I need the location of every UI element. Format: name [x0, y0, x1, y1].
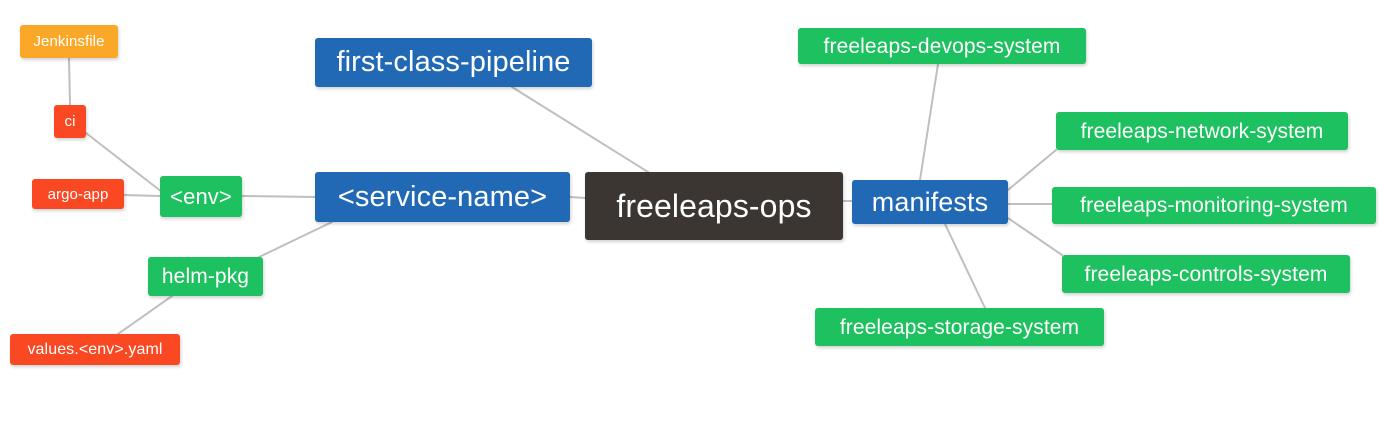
node-label: ci [64, 113, 76, 130]
mindmap-node-freeleaps-storage-system[interactable]: freeleaps-storage-system [815, 308, 1104, 346]
node-label: <env> [170, 183, 232, 209]
edge-helm-pkg-to-service-name [254, 221, 333, 260]
mindmap-node-first-class-pipeline[interactable]: first-class-pipeline [315, 38, 592, 87]
mindmap-node-freeleaps-monitoring-system[interactable]: freeleaps-monitoring-system [1052, 187, 1376, 224]
node-label: manifests [871, 186, 989, 217]
node-label: freeleaps-devops-system [823, 34, 1061, 58]
node-label: freeleaps-ops [616, 188, 812, 224]
node-label: freeleaps-monitoring-system [1080, 194, 1348, 217]
node-label: argo-app [47, 185, 109, 203]
node-label: freeleaps-storage-system [839, 315, 1080, 339]
mindmap-node-helm-pkg[interactable]: helm-pkg [148, 257, 263, 296]
mindmap-node-service-name[interactable]: <service-name> [315, 172, 570, 222]
mindmap-node-argo-app[interactable]: argo-app [32, 179, 124, 209]
mindmap-node-ci[interactable]: ci [54, 105, 86, 138]
node-label: freeleaps-controls-system [1084, 262, 1328, 286]
mindmap-node-values-yaml[interactable]: values.<env>.yaml [10, 334, 180, 365]
edge-first-class-pipeline-to-freeleaps-ops [511, 86, 649, 173]
edge-values-yaml-to-helm-pkg [117, 295, 173, 335]
mindmap-node-jenkinsfile[interactable]: Jenkinsfile [20, 25, 118, 58]
mindmap-node-freeleaps-ops[interactable]: freeleaps-ops [585, 172, 843, 240]
node-label: values.<env>.yaml [27, 340, 163, 358]
mindmap-node-freeleaps-devops-system[interactable]: freeleaps-devops-system [798, 28, 1086, 64]
edge-argo-app-to-env [123, 194, 161, 197]
node-label: freeleaps-network-system [1080, 119, 1324, 143]
edge-env-to-service-name [241, 195, 316, 198]
mindmap-node-freeleaps-controls-system[interactable]: freeleaps-controls-system [1062, 255, 1350, 293]
node-label: helm-pkg [161, 265, 250, 288]
node-label: first-class-pipeline [336, 46, 571, 78]
edge-manifests-to-freeleaps-network-system [1007, 149, 1057, 191]
mindmap-node-freeleaps-network-system[interactable]: freeleaps-network-system [1056, 112, 1348, 150]
mindmap-node-env[interactable]: <env> [160, 176, 242, 217]
edge-manifests-to-freeleaps-devops-system [919, 63, 939, 181]
edge-manifests-to-freeleaps-storage-system [944, 223, 986, 309]
node-label: Jenkinsfile [33, 33, 105, 50]
edge-service-name-to-freeleaps-ops [569, 196, 586, 199]
mindmap-node-manifests[interactable]: manifests [852, 180, 1008, 224]
node-label: <service-name> [337, 180, 548, 213]
edge-jenkinsfile-to-ci [68, 57, 71, 106]
